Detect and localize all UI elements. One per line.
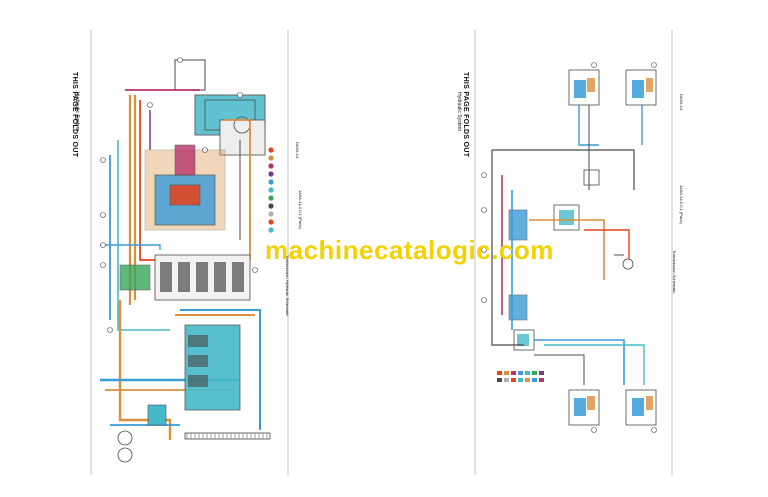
brake-unit-top-left: [568, 69, 600, 106]
left-subtitle: Hydraulic System: [74, 92, 80, 131]
right-subtitle: Hydraulic System: [456, 92, 462, 131]
left-footer-left: 1A9A-14-0.0.1 (Parts): [298, 190, 303, 229]
brake-unit-bottom-left: [568, 389, 600, 426]
brake-unit-top-right: [625, 69, 657, 106]
valve-stack: [119, 254, 251, 301]
right-fold-notice: THIS PAGE FOLDS OUT: [462, 72, 469, 158]
left-schematic-sheet: THIS PAGE FOLDS OUT Hydraulic System DA9…: [71, 30, 303, 475]
left-sheet-code: DA9X-14: [295, 142, 300, 159]
color-legend: [268, 147, 274, 233]
accumulator: [622, 258, 634, 270]
brake-lines: [491, 105, 645, 385]
callout-markers: [100, 57, 258, 333]
hydraulic-reservoir: [184, 324, 241, 411]
right-callout-markers: [481, 62, 657, 433]
left-sheet-diagram: [90, 30, 289, 475]
right-color-legend: [497, 371, 544, 382]
right-footer-right: Transmission Schematic: [672, 250, 677, 294]
control-valve-body: [144, 144, 226, 231]
pressure-gauges: [117, 404, 167, 463]
right-sheet-diagram: [474, 30, 673, 475]
top-pump-assembly: [174, 59, 266, 156]
brake-unit-bottom-right: [625, 389, 657, 426]
right-sheet-code: DA9X-14: [679, 94, 684, 111]
right-footer-left: 1A9A-14-0.0.1 (Parts): [679, 185, 684, 224]
right-schematic-sheet: THIS PAGE FOLDS OUT Hydraulic System DA9…: [384, 0, 768, 497]
watermark: machinecatalogic.com: [265, 235, 554, 265]
cooler-coil: [184, 432, 271, 440]
